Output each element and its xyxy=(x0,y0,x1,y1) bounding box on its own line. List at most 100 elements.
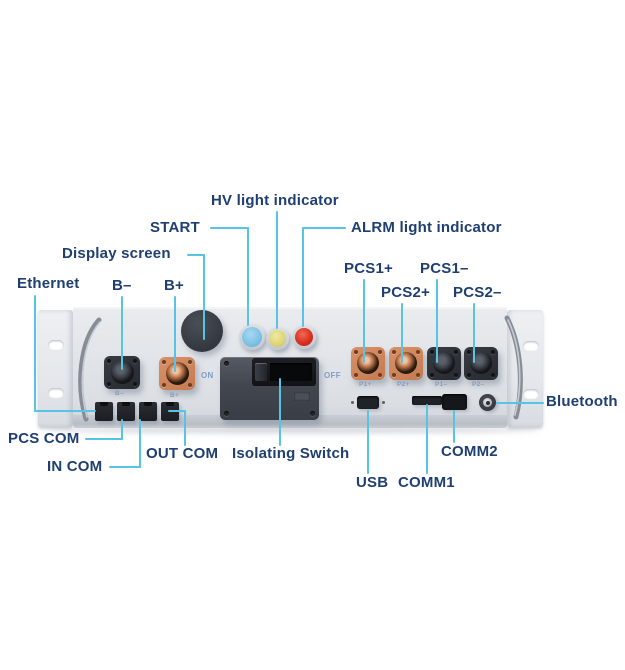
mounting-hole xyxy=(48,340,64,350)
leader-line-alrm xyxy=(302,227,346,229)
p1-minus-marking: P1– xyxy=(435,381,448,388)
leader-line-start xyxy=(210,227,249,229)
leader-line-hv xyxy=(276,211,278,329)
screw-dot xyxy=(188,360,192,364)
comm2-port xyxy=(442,394,467,410)
leader-line-pcs2-plus xyxy=(401,303,403,363)
screw-dot xyxy=(162,383,166,387)
callout-comm1: COMM1 xyxy=(398,474,455,491)
screw-dot xyxy=(430,373,434,377)
screw-dot xyxy=(467,350,471,354)
leader-line-pcs2-minus xyxy=(473,303,475,363)
screw-dot xyxy=(392,350,396,354)
screw-dot xyxy=(354,373,358,377)
screw-dot xyxy=(162,360,166,364)
screw-dot xyxy=(467,373,471,377)
left-handle xyxy=(78,317,102,422)
callout-pcs1-minus: PCS1– xyxy=(420,260,469,277)
bluetooth-antenna-connector xyxy=(479,394,496,411)
alrm-light xyxy=(292,325,316,349)
panel-bottom-edge xyxy=(73,415,507,428)
callout-alrm-light-indicator: ALRM light indicator xyxy=(351,219,502,236)
mounting-hole xyxy=(48,388,64,398)
isolating-switch-lever xyxy=(255,363,267,381)
callout-b-plus: B+ xyxy=(164,277,184,294)
callout-isolating-switch: Isolating Switch xyxy=(232,445,350,462)
terminal-socket xyxy=(111,361,134,384)
callout-ethernet: Ethernet xyxy=(17,275,80,292)
mounting-hole xyxy=(523,389,539,399)
on-marking: ON xyxy=(201,371,214,380)
terminal-socket xyxy=(166,362,189,385)
screw-dot xyxy=(454,350,458,354)
isolating-switch-slot xyxy=(270,363,312,381)
comm1-port xyxy=(412,396,442,405)
terminal-socket xyxy=(357,352,379,374)
screw-dot xyxy=(392,373,396,377)
screw-dot xyxy=(133,359,137,363)
terminal-socket xyxy=(433,352,455,374)
b-minus-marking: B– xyxy=(115,390,124,397)
leader-line-pcs-com xyxy=(85,438,123,440)
callout-pcs1-plus: PCS1+ xyxy=(344,260,393,277)
leader-line-isolating-switch xyxy=(279,378,281,446)
leader-line-pcs1-plus xyxy=(363,279,365,363)
callout-hv-light-indicator: HV light indicator xyxy=(211,192,339,209)
callout-out-com: OUT COM xyxy=(146,445,219,462)
in-com-port xyxy=(139,402,157,421)
screw-dot xyxy=(416,350,420,354)
screw-dot xyxy=(491,373,495,377)
screw-dot xyxy=(224,411,229,416)
leader-line-ethernet xyxy=(34,410,96,412)
start-button xyxy=(239,324,265,350)
screw-dot xyxy=(107,359,111,363)
callout-bluetooth: Bluetooth xyxy=(546,393,618,410)
screw-dot xyxy=(378,350,382,354)
leader-line-pcs1-minus xyxy=(436,279,438,363)
screw-dot xyxy=(382,401,385,404)
p2-minus-terminal xyxy=(464,347,498,380)
p1-plus-terminal xyxy=(351,347,385,380)
device-shadow xyxy=(46,427,538,433)
left-mounting-ear xyxy=(38,310,73,427)
off-marking: OFF xyxy=(324,371,341,380)
b-plus-marking: B+ xyxy=(170,392,180,399)
screw-dot xyxy=(310,411,315,416)
callout-in-com: IN COM xyxy=(47,458,103,475)
leader-line-out-com xyxy=(184,410,186,446)
callout-pcs2-plus: PCS2+ xyxy=(381,284,430,301)
screw-dot xyxy=(416,373,420,377)
leader-line-in-com xyxy=(109,466,141,468)
right-handle xyxy=(504,315,523,420)
terminal-socket xyxy=(395,352,417,374)
pcs-com-port xyxy=(117,402,135,421)
p2-minus-marking: P2– xyxy=(472,381,485,388)
screw-dot xyxy=(430,350,434,354)
ethernet-port xyxy=(95,402,113,421)
start-button-cap xyxy=(242,327,262,347)
p1-minus-terminal xyxy=(427,347,461,380)
antenna-pin xyxy=(483,398,492,407)
leader-line-start xyxy=(247,227,249,326)
mounting-hole xyxy=(523,341,539,351)
callout-pcs-com: PCS COM xyxy=(8,430,80,447)
screw-dot xyxy=(491,350,495,354)
callout-start: START xyxy=(150,219,200,236)
screw-dot xyxy=(224,361,229,366)
leader-line-display xyxy=(187,254,205,256)
leader-line-in-com xyxy=(139,419,141,468)
leader-line-pcs-com xyxy=(121,419,123,440)
p1-plus-marking: P1+ xyxy=(359,381,372,388)
hv-light xyxy=(266,327,289,350)
leader-line-bluetooth xyxy=(496,402,544,404)
leader-line-display xyxy=(203,254,205,340)
screw-dot xyxy=(378,373,382,377)
p2-plus-marking: P2+ xyxy=(397,381,410,388)
leader-line-comm2 xyxy=(453,410,455,443)
screw-dot xyxy=(133,382,137,386)
screw-dot xyxy=(107,382,111,386)
leader-line-comm1 xyxy=(426,404,428,474)
switch-label-plate xyxy=(294,392,310,401)
callout-comm2: COMM2 xyxy=(441,443,498,460)
